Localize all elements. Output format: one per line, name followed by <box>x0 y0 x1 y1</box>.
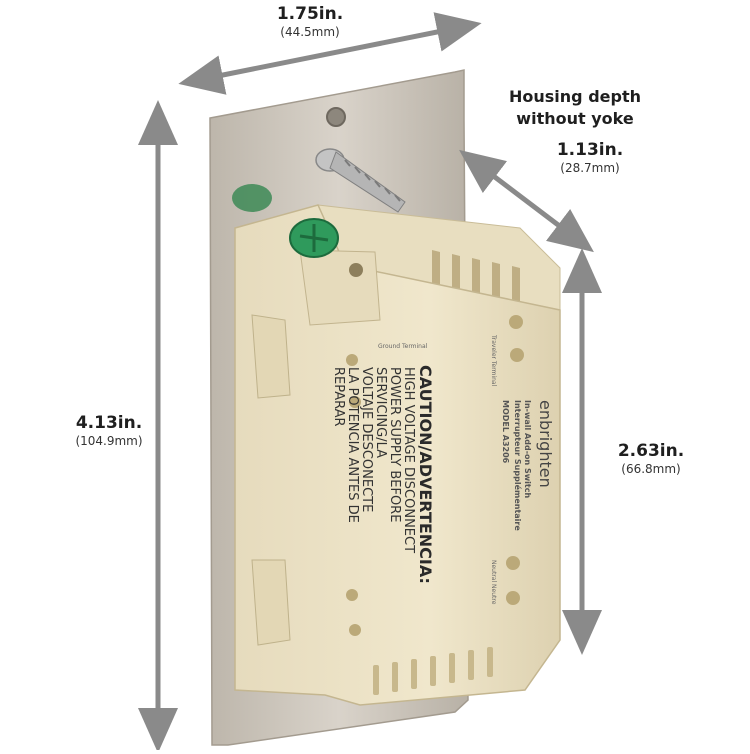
housing-caution-text: CAUTION/ADVERTENCIA: HIGH VOLTAGE DISCON… <box>331 365 435 584</box>
terminal-holes-left <box>346 354 361 636</box>
svg-text:In-wall Add-on Switch: In-wall Add-on Switch <box>523 400 532 498</box>
svg-text:VOLTAJE DESCONECTE: VOLTAJE DESCONECTE <box>359 367 374 512</box>
height-mm: (104.9mm) <box>75 434 143 448</box>
ground-screw <box>289 218 339 258</box>
housing-bottom-ribs <box>373 647 493 695</box>
housing-height-inches: 2.63in. <box>617 441 685 461</box>
ground-terminal-boss <box>299 249 381 326</box>
height-label: 4.13in. (104.9mm) <box>54 413 164 449</box>
traveler-terminal-label: Traveler Terminal <box>490 334 497 387</box>
ground-terminal-label: Ground Terminal <box>378 343 428 350</box>
housing-height-label: 2.63in. (66.8mm) <box>596 441 706 477</box>
svg-text:POWER SUPPLY BEFORE: POWER SUPPLY BEFORE <box>387 367 402 522</box>
housing-height-mm: (66.8mm) <box>621 462 681 476</box>
mounting-screw <box>315 148 406 213</box>
depth-arrow <box>459 149 594 253</box>
svg-text:CAUTION/ADVERTENCIA:: CAUTION/ADVERTENCIA: <box>416 365 435 584</box>
svg-text:Interrupteur Supplémentaire: Interrupteur Supplémentaire <box>513 400 523 531</box>
svg-text:LA POTENCIA ANTES DE: LA POTENCIA ANTES DE <box>345 367 360 523</box>
svg-text:REPARAR: REPARAR <box>331 367 346 427</box>
housing-brand-text: enbrighten In-wall Add-on Switch Interru… <box>501 400 555 531</box>
terminal-holes-right <box>506 315 524 605</box>
height-inches: 4.13in. <box>75 413 143 433</box>
mounting-hole <box>326 107 346 127</box>
svg-text:SERVICING/LA: SERVICING/LA <box>373 367 388 458</box>
width-mm: (44.5mm) <box>280 25 340 39</box>
neutral-terminal-label: Neutral Neutre <box>490 560 497 605</box>
width-inches: 1.75in. <box>276 4 344 24</box>
depth-caption-line1: Housing depth <box>509 87 641 106</box>
green-wire-end <box>232 184 272 212</box>
depth-inches: 1.13in. <box>556 140 624 160</box>
svg-text:HIGH VOLTAGE DISCONNECT: HIGH VOLTAGE DISCONNECT <box>401 367 416 553</box>
depth-caption: Housing depth without yoke <box>490 86 660 130</box>
width-label: 1.75in. (44.5mm) <box>255 4 365 40</box>
svg-text:enbrighten: enbrighten <box>536 400 555 488</box>
width-arrow <box>178 12 482 95</box>
depth-label: 1.13in. (28.7mm) <box>535 140 645 176</box>
depth-caption-line2: without yoke <box>516 109 634 128</box>
depth-mm: (28.7mm) <box>560 161 620 175</box>
housing-ear-top <box>251 314 291 399</box>
svg-text:MODEL A3206: MODEL A3206 <box>501 400 510 464</box>
housing-ear-bottom <box>251 559 291 646</box>
